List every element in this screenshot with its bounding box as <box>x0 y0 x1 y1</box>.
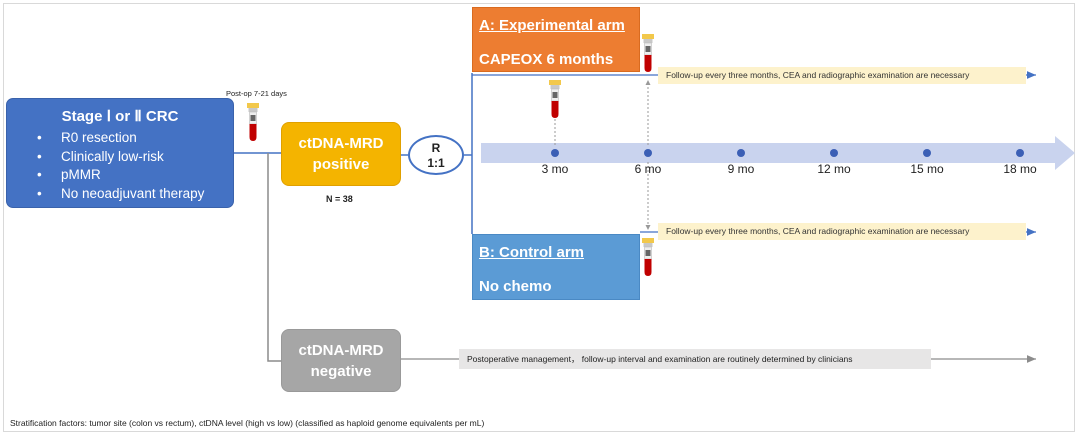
arm-b-followup-note: Follow-up every three months, CEA and ra… <box>658 223 1026 240</box>
arm-b-subtitle: No chemo <box>479 278 552 295</box>
stage-title: Stage Ⅰ or Ⅱ CRC <box>61 108 179 125</box>
diagram-frame <box>3 3 1075 432</box>
tick-label-3mo: 3 mo <box>541 162 569 176</box>
tick-dot-15mo <box>923 149 931 157</box>
tick-dot-9mo <box>737 149 745 157</box>
tick-label-6mo: 6 mo <box>634 162 662 176</box>
negative-management-note: Postoperative management， follow-up inte… <box>459 349 931 369</box>
stage-box: Stage Ⅰ or Ⅱ CRC R0 resection Clinically… <box>6 98 234 208</box>
postop-label: Post-op 7-21 days <box>226 89 287 98</box>
mrd-negative-line1: ctDNA-MRD <box>298 342 384 359</box>
stage-criterion: pMMR <box>37 166 204 185</box>
stage-criterion: R0 resection <box>37 129 204 148</box>
arm-a-followup-note: Follow-up every three months, CEA and ra… <box>658 67 1026 84</box>
blood-tube-icon <box>642 238 654 276</box>
footnote: Stratification factors: tumor site (colo… <box>10 418 485 428</box>
randomization-circle: R 1:1 <box>408 135 464 175</box>
mrd-positive-line2: positive <box>312 156 370 173</box>
blood-tube-icon <box>247 103 259 141</box>
tick-label-15mo: 15 mo <box>910 162 944 176</box>
tick-dot-18mo <box>1016 149 1024 157</box>
arm-b-box: B: Control arm No chemo <box>472 234 640 300</box>
mrd-positive-line1: ctDNA-MRD <box>298 135 384 152</box>
timeline-arrow <box>481 136 1075 170</box>
stage-criterion: Clinically low-risk <box>37 148 204 167</box>
blood-tube-icon <box>642 34 654 72</box>
tick-dot-6mo <box>644 149 652 157</box>
stage-criterion: No neoadjuvant therapy <box>37 185 204 204</box>
tick-label-18mo: 18 mo <box>1003 162 1037 176</box>
tick-dot-3mo <box>551 149 559 157</box>
tick-dot-12mo <box>830 149 838 157</box>
randomization-line2: 1:1 <box>427 156 445 170</box>
arm-b-title: B: Control arm <box>479 244 584 261</box>
arm-a-title: A: Experimental arm <box>479 17 625 34</box>
tick-label-9mo: 9 mo <box>727 162 755 176</box>
arm-a-subtitle: CAPEOX 6 months <box>479 51 614 68</box>
randomization-line1: R <box>431 141 441 155</box>
tick-label-12mo: 12 mo <box>817 162 851 176</box>
n-label: N = 38 <box>326 194 353 204</box>
negative-branch-line <box>267 153 281 362</box>
arm-a-box: A: Experimental arm CAPEOX 6 months <box>472 7 640 72</box>
mrd-positive-box: ctDNA-MRD positive <box>281 122 401 186</box>
blood-tube-icon <box>549 80 561 118</box>
stage-criteria-list: R0 resection Clinically low-risk pMMR No… <box>37 129 204 203</box>
mrd-negative-box: ctDNA-MRD negative <box>281 329 401 392</box>
mrd-negative-line2: negative <box>310 363 372 380</box>
